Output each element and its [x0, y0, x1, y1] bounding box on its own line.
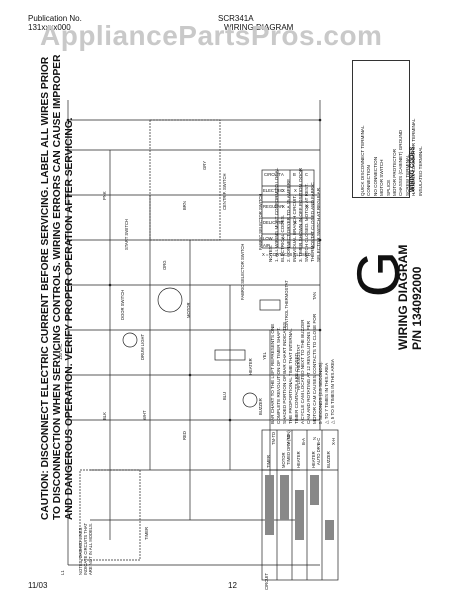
wire-color-label: RED: [182, 431, 187, 440]
motor-label: MOTOR: [186, 302, 191, 318]
fabric-table-header: CIRCUIT: [264, 172, 281, 177]
wire-color-label: PNK: [102, 191, 107, 200]
fabric-table-cell: X: [282, 188, 285, 193]
fabric-table-footer: X = CONTACTS CLOSED: [262, 252, 311, 257]
start-switch-label: START SWITCH: [124, 219, 129, 250]
publication-number: 131xxxx000: [28, 23, 71, 32]
wire-color-label: ORG: [162, 260, 167, 270]
fabric-table-header: A: [281, 172, 284, 177]
timer-chart-outline: [261, 429, 339, 581]
fabric-table-cell: X: [282, 204, 285, 209]
wiring-diagram-part-number: P/N 134092000: [410, 266, 424, 350]
heater-label: HEATER: [248, 358, 253, 375]
fabric-table-cell: X: [294, 220, 297, 225]
wire-color-label: BLU: [222, 391, 227, 400]
timer-box: [79, 469, 141, 561]
timer-chart-auto-label: AUTO DRY: [316, 443, 321, 466]
bar-note-line: △ 5 TO 8 TIMES IN THIS AREA: [330, 359, 335, 424]
section-title: WIRING DIAGRAM: [224, 23, 294, 32]
wire-color-label: YEL: [262, 352, 267, 360]
fabric-table-cell: X: [294, 188, 297, 193]
note-line: SELECTOR SWITCH AT REGULAR.: [316, 186, 321, 262]
wire-color-label: BRN: [182, 201, 187, 210]
publication-info: Publication No. 131xxxx000: [28, 14, 82, 32]
fabric-table-header: C: [305, 172, 309, 177]
fabric-table-cell: REGULAR: [263, 204, 284, 209]
fabric-table-header: B: [293, 172, 296, 177]
fabric-selector-label: FABRIC SELECTOR SWITCH: [240, 243, 245, 300]
wiring-codes-box: [352, 60, 410, 198]
fabric-table-cell: AIR: [263, 243, 270, 248]
drum-light-symbol: [122, 332, 138, 348]
buzzer-label: BUZZER: [258, 398, 263, 415]
motor-symbol: [157, 287, 183, 313]
dashed-lines-note: NOTES: DASHED LINES INDICATE CIRCUITS TH…: [78, 522, 93, 575]
footer-date: 11/03: [28, 581, 48, 590]
heater-symbol: [214, 349, 246, 361]
wire-color-label: BLK: [102, 412, 107, 420]
watermark: AppliancePartsPros.com: [40, 20, 383, 51]
door-switch-label: DOOR SWITCH: [120, 289, 125, 320]
fabric-table-cell: X: [282, 236, 285, 241]
fabric-table-cell: DELICATE: [263, 220, 284, 225]
timer-chart-circuit: MOTOR: [281, 452, 286, 468]
publication-label: Publication No.: [28, 14, 82, 23]
model-number: SCR341A: [218, 14, 254, 23]
timer-chart-contact: TM-TD: [271, 431, 276, 445]
fabric-table-cell: LOW: [263, 236, 273, 241]
fabric-table-cell: ELECTRIC: [263, 188, 284, 193]
timer-chart-contact: B-C: [316, 437, 321, 445]
bar-chart-note: BAR CHART TO THE LEFT REPRESENTS ONE COM…: [270, 274, 336, 424]
drum-light-label: DRUM LIGHT: [140, 333, 145, 360]
wiring-code-item: INSULATED TERMINAL: [417, 146, 423, 196]
l1-label: L1: [60, 570, 65, 575]
fabric-table-cell: X: [306, 204, 309, 209]
fabric-table-outline: [261, 169, 315, 249]
timer-chart-circuit: BUZZER: [326, 451, 331, 468]
timer-chart-circuit: HEATER: [311, 451, 316, 468]
timer-chart-circuit: HEATER: [296, 451, 301, 468]
notes-block: NOTES: 1. ALL WIRING MUST CONFORM TO LOC…: [268, 122, 322, 262]
voltage-label: 120 VAC: [58, 343, 63, 360]
model-info: SCR341A WIRING DIAGRAM: [218, 14, 293, 32]
timer-chart-circuit: TIMER: [266, 454, 271, 468]
wiring-codes-list: QUICK DISCONNECT TERMINAL CONNECTION NO …: [360, 60, 424, 196]
buzzer-symbol: [242, 392, 258, 408]
timer-chart-circuit-header: CIRCUIT: [264, 573, 269, 590]
wire-color-label: GRY: [202, 161, 207, 170]
centrifugal-switch-box: [149, 119, 221, 241]
wire-color-label: WHT: [142, 410, 147, 420]
wiring-diagram-name: WIRING DIAGRAM: [396, 244, 410, 350]
footer-page-number: 12: [228, 581, 237, 590]
timer-chart-contact: B-A: [301, 438, 306, 445]
thermostat-symbol: [259, 299, 281, 311]
timer-chart-contact: M-TD: [286, 434, 291, 445]
wiring-diagram-title: WIRING DIAGRAM P/N 134092000: [396, 200, 424, 350]
centrifugal-switch-label: CENTRIF. SWITCH: [222, 173, 227, 210]
timer-chart-contact: X-H: [331, 437, 336, 445]
timer-label: TIMER: [144, 526, 149, 540]
